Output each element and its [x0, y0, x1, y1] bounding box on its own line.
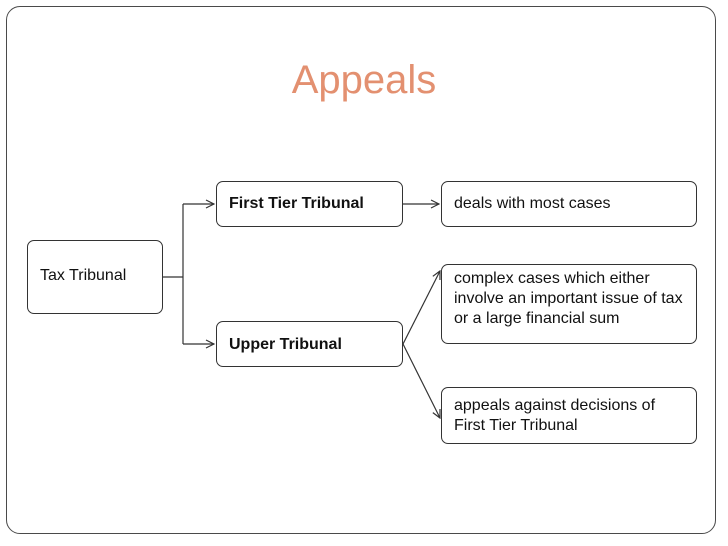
upper-tribunal-box: Upper Tribunal — [216, 321, 403, 367]
appeals-against-box: appeals against decisions of First Tier … — [441, 387, 697, 444]
first-tier-tribunal-box: First Tier Tribunal — [216, 181, 403, 227]
complex-cases-box: complex cases which either involve an im… — [441, 264, 697, 344]
arrow-to-appeals — [402, 343, 440, 418]
slide-frame — [6, 6, 716, 534]
most-cases-label: deals with most cases — [454, 195, 611, 212]
tax-tribunal-box: Tax Tribunal — [27, 240, 163, 314]
first-tier-tribunal-label: First Tier Tribunal — [229, 195, 364, 212]
slide-title: Appeals — [291, 58, 437, 102]
upper-tribunal-label: Upper Tribunal — [229, 336, 342, 353]
appeals-against-label: appeals against decisions of First Tier … — [454, 397, 656, 434]
most-cases-box: deals with most cases — [441, 181, 697, 227]
arrow-to-complex — [402, 271, 440, 345]
tax-tribunal-label: Tax Tribunal — [40, 267, 127, 284]
complex-cases-label: complex cases which either involve an im… — [454, 270, 683, 327]
